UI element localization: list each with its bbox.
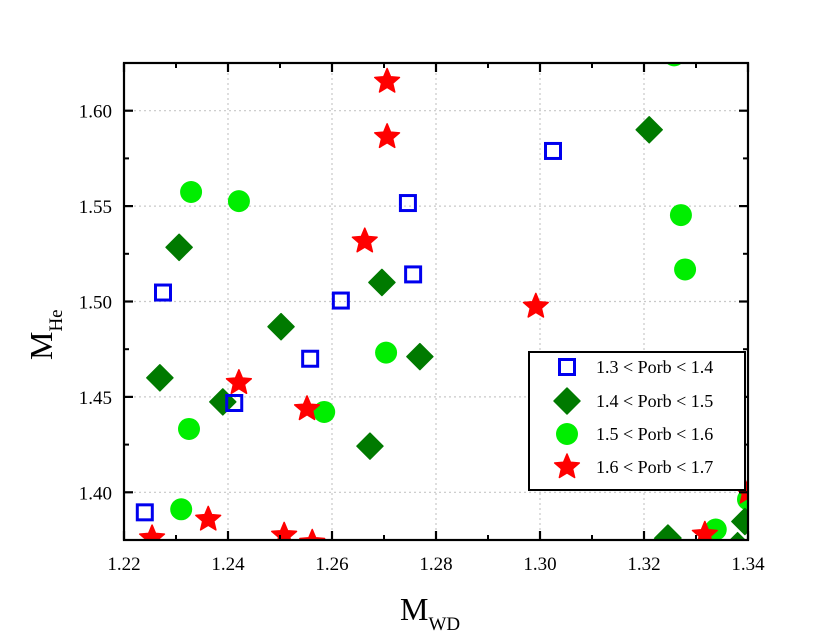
x-tick-label: 1.30 xyxy=(523,554,556,575)
x-axis-title: MWD xyxy=(400,591,460,635)
star-marker xyxy=(522,292,549,318)
y-tick-label: 1.50 xyxy=(79,293,112,314)
x-tick-label: 1.28 xyxy=(419,554,452,575)
series-star xyxy=(138,67,748,540)
star-marker xyxy=(195,505,222,531)
legend-item: 1.4 < Porb < 1.5 xyxy=(553,387,713,415)
star-marker xyxy=(374,67,401,93)
diamond-marker xyxy=(146,364,174,392)
x-tick-label: 1.26 xyxy=(315,554,348,575)
open-square-marker xyxy=(301,349,320,368)
legend-label: 1.5 < Porb < 1.6 xyxy=(596,424,713,444)
x-tick-label: 1.22 xyxy=(107,554,140,575)
circle-marker xyxy=(674,258,697,281)
open-square-marker xyxy=(544,141,562,160)
legend-item: 1.5 < Porb < 1.6 xyxy=(556,423,713,445)
diamond-marker xyxy=(368,268,396,297)
star-marker xyxy=(691,520,718,540)
diamond-marker xyxy=(731,507,748,536)
star-legend-icon xyxy=(553,453,581,479)
y-tick-label: 1.60 xyxy=(79,102,112,123)
star-marker xyxy=(299,528,326,540)
legend-item: 1.6 < Porb < 1.7 xyxy=(553,453,713,479)
x-tick-label: 1.32 xyxy=(627,554,660,575)
open-square-marker xyxy=(225,394,244,413)
open-square-marker xyxy=(135,503,154,522)
data-points xyxy=(135,63,748,540)
circle-marker xyxy=(170,498,193,521)
y-axis-title: MHe xyxy=(23,309,67,360)
series-circle xyxy=(170,63,748,540)
star-marker xyxy=(225,369,253,395)
circle-marker xyxy=(375,341,398,364)
star-marker xyxy=(138,524,166,540)
diamond-marker xyxy=(165,233,193,262)
diamond-marker xyxy=(635,116,663,144)
circle-legend-icon xyxy=(556,423,578,445)
star-marker xyxy=(271,521,298,540)
circle-marker xyxy=(227,190,250,213)
star-marker xyxy=(374,123,401,149)
open-square-marker xyxy=(331,291,350,310)
y-tick-label: 1.45 xyxy=(79,388,112,409)
star-marker xyxy=(351,227,378,253)
open-square-marker xyxy=(404,265,423,284)
star-marker xyxy=(293,395,321,421)
diamond-marker xyxy=(654,524,682,540)
diamond-marker xyxy=(311,63,313,64)
circle-marker xyxy=(669,204,692,227)
legend-label: 1.3 < Porb < 1.4 xyxy=(596,357,713,377)
open-square-marker xyxy=(154,283,172,302)
legend-item: 1.3 < Porb < 1.4 xyxy=(558,357,713,377)
legend-label: 1.4 < Porb < 1.5 xyxy=(596,391,713,411)
diamond-marker xyxy=(729,531,746,540)
diamond-marker xyxy=(267,312,295,341)
x-tick-labels: 1.22 1.24 1.26 1.28 1.30 1.32 1.34 xyxy=(107,554,765,575)
diamond-legend-icon xyxy=(553,387,581,415)
axis-ticks xyxy=(122,63,750,540)
series-open-square xyxy=(135,141,562,522)
circle-marker xyxy=(180,180,203,203)
legend-label: 1.6 < Porb < 1.7 xyxy=(596,457,713,477)
x-tick-label: 1.34 xyxy=(731,554,765,575)
y-tick-label: 1.40 xyxy=(79,483,112,504)
y-tick-labels: 1.40 1.45 1.50 1.55 1.60 xyxy=(79,102,112,505)
circle-marker xyxy=(178,417,200,440)
x-tick-label: 1.24 xyxy=(211,554,245,575)
diamond-marker xyxy=(356,432,384,460)
open-square-marker xyxy=(398,194,417,213)
open-square-legend-icon xyxy=(558,358,576,376)
y-tick-label: 1.55 xyxy=(79,197,112,218)
diamond-marker xyxy=(406,342,434,371)
legend: 1.3 < Porb < 1.4 1.4 < Porb < 1.5 1.5 < Po… xyxy=(528,351,746,491)
